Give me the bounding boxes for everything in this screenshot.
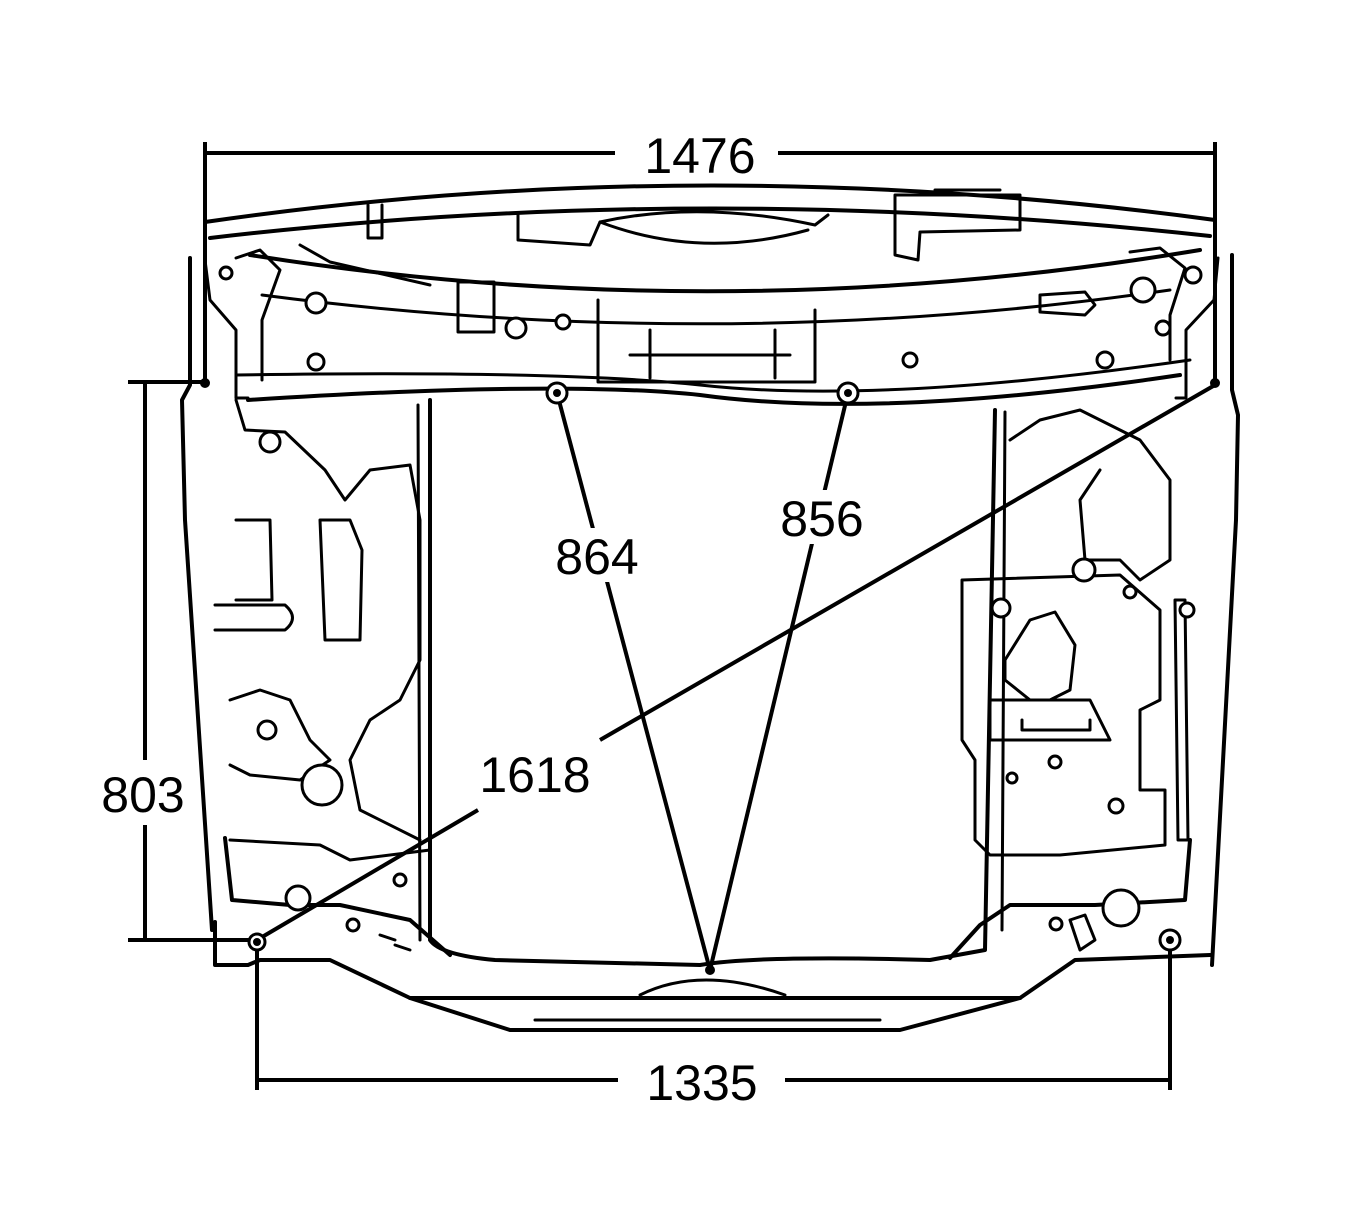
dimension-lines — [128, 142, 1217, 1090]
measurement-point — [253, 938, 261, 946]
label-background — [468, 745, 602, 799]
mounting-hole — [1048, 916, 1064, 932]
label-width-top: 1476 — [644, 128, 755, 184]
mounting-hole — [1154, 319, 1172, 337]
measurement-point — [553, 389, 561, 397]
mounting-hole — [1101, 888, 1141, 928]
label-background — [770, 490, 874, 544]
mounting-hole — [306, 352, 326, 372]
dimension-line-1618 — [255, 808, 480, 942]
mounting-hole — [554, 313, 572, 331]
measurement-point — [1210, 378, 1220, 388]
mounting-hole — [1047, 754, 1063, 770]
label-diagonal-856: 856 — [780, 491, 863, 547]
mounting-hole — [1107, 797, 1125, 815]
mounting-hole — [901, 351, 919, 369]
label-height-left: 803 — [101, 767, 184, 823]
mounting-hole — [392, 872, 408, 888]
mounting-hole — [1178, 601, 1196, 619]
label-background — [545, 528, 649, 582]
label-diagonal-1618: 1618 — [479, 747, 590, 803]
measurement-points — [200, 378, 1220, 975]
measurement-point — [1166, 936, 1174, 944]
mounting-hole — [256, 719, 278, 741]
dimension-line-864 — [555, 392, 712, 971]
mounting-holes — [218, 265, 1203, 933]
dimension-line-1618 — [599, 383, 1216, 742]
dimension-labels: 1476 1335 803 864 856 1618 — [101, 128, 874, 1111]
mounting-hole — [218, 265, 234, 281]
measurement-point — [705, 965, 715, 975]
measurement-point — [844, 389, 852, 397]
mounting-hole — [1095, 350, 1115, 370]
radiator-support-frame — [180, 183, 1240, 1032]
dimension-line-856 — [708, 392, 850, 971]
mounting-hole — [300, 763, 344, 807]
mounting-hole — [1183, 265, 1203, 285]
mounting-hole — [1071, 557, 1097, 583]
mounting-hole — [258, 430, 282, 454]
label-diagonal-864: 864 — [555, 529, 638, 585]
mounting-hole — [345, 917, 361, 933]
label-width-bottom: 1335 — [646, 1055, 757, 1111]
mounting-hole — [1005, 771, 1019, 785]
mounting-hole — [504, 316, 528, 340]
mounting-hole — [1122, 584, 1138, 600]
mounting-hole — [1129, 276, 1157, 304]
mounting-hole — [304, 291, 328, 315]
mounting-hole — [990, 597, 1012, 619]
mounting-hole — [284, 884, 312, 912]
measurement-point — [200, 378, 210, 388]
